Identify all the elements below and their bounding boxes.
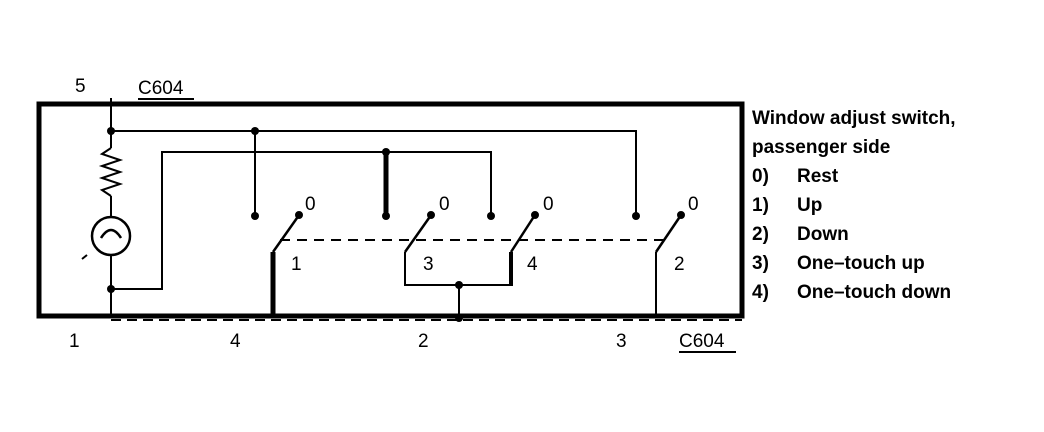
legend-title-line1: Window adjust switch, — [752, 108, 956, 129]
junction-dots — [107, 127, 640, 322]
legend-item-code: 1) — [752, 195, 769, 216]
position-label-3: 3 — [423, 254, 434, 275]
switch-housing — [36, 101, 745, 319]
legend-item: 4) One–touch down — [752, 278, 1037, 307]
legend-item-text: Down — [797, 224, 849, 245]
legend-title-line2: passenger side — [752, 137, 891, 158]
rest-label-3: 0 — [543, 194, 554, 215]
legend-item: 0) Rest — [752, 162, 1037, 191]
rest-label-4: 0 — [688, 194, 699, 215]
legend-item-code: 4) — [752, 282, 769, 303]
legend-item: 3) One–touch up — [752, 249, 1037, 278]
legend-item-code: 2) — [752, 224, 769, 245]
position-label-1: 1 — [291, 254, 302, 275]
bottom-pin-4: 4 — [230, 331, 241, 352]
position-label-4: 4 — [527, 254, 538, 275]
legend-item-text: One–touch up — [797, 253, 925, 274]
legend: Window adjust switch, passenger side 0) … — [752, 104, 1037, 307]
bottom-pin-3: 3 — [616, 331, 627, 352]
top-connector-label: C604 — [138, 78, 184, 99]
lamp-icon — [81, 215, 132, 260]
bottom-connector-label: C604 — [679, 331, 725, 352]
legend-item-text: Rest — [797, 166, 839, 187]
legend-item-code: 3) — [752, 253, 769, 274]
legend-item: 1) Up — [752, 191, 1037, 220]
position-label-2: 2 — [674, 254, 685, 275]
bottom-pin-2: 2 — [418, 331, 429, 352]
legend-item: 2) Down — [752, 220, 1037, 249]
legend-item-code: 0) — [752, 166, 769, 187]
bottom-pin-1: 1 — [69, 331, 80, 352]
top-pin-label: 5 — [75, 76, 86, 97]
legend-item-text: One–touch down — [797, 282, 952, 303]
supply-wiring — [98, 98, 637, 318]
legend-item-text: Up — [797, 195, 823, 216]
rest-label-2: 0 — [439, 194, 450, 215]
switch-contacts — [270, 211, 685, 318]
rest-label-1: 0 — [305, 194, 316, 215]
